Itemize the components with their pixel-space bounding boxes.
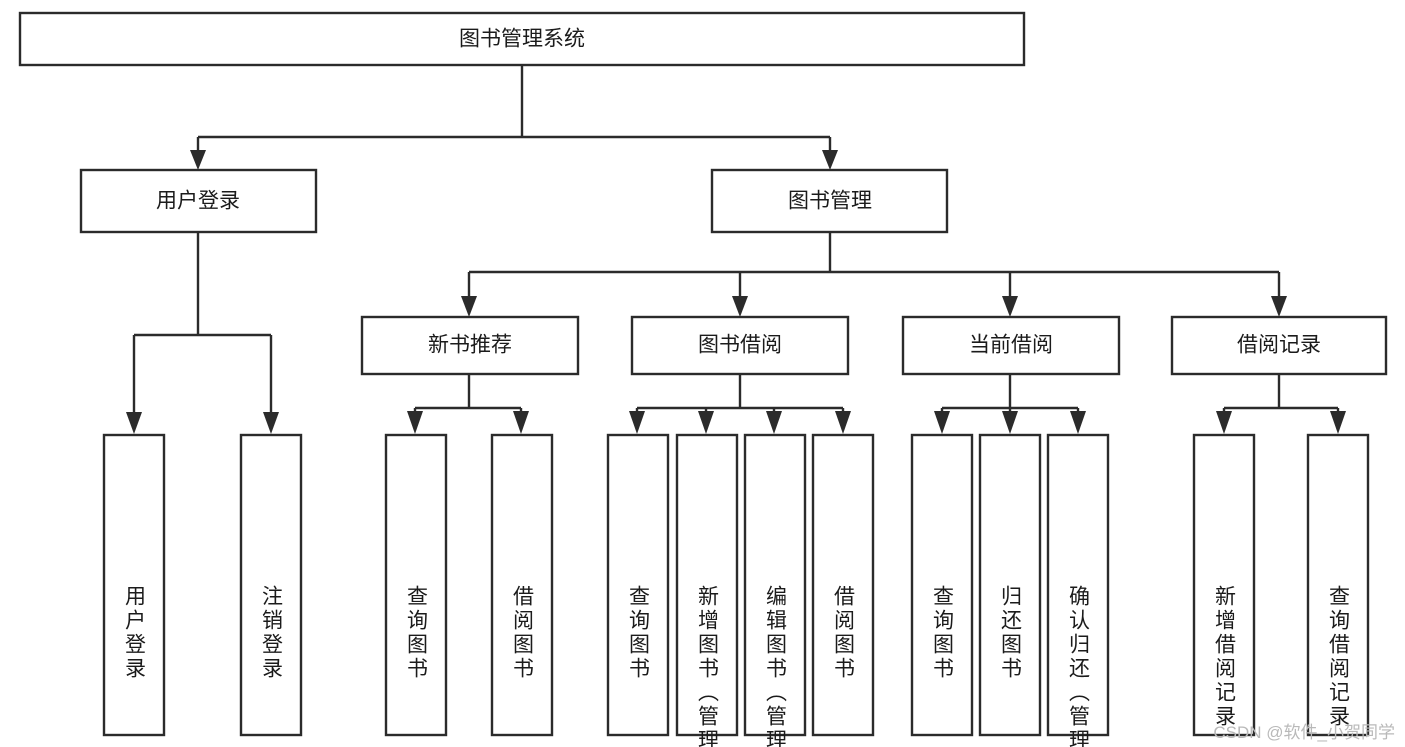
- node-leaf-borrow-book-2-box[interactable]: [811, 433, 875, 737]
- node-borrow-record-label: 借阅记录: [1237, 334, 1321, 357]
- arrow-head-leaf-edit-book: [766, 411, 782, 434]
- node-leaf-query-record[interactable]: 查询借阅记录: [1306, 433, 1370, 737]
- node-leaf-query-book-2[interactable]: 查询图书: [606, 433, 670, 737]
- arrow-head-leaf-confirm-return: [1070, 411, 1086, 434]
- node-book-borrow-label: 图书借阅: [698, 334, 782, 357]
- arrow-head-book-management: [822, 150, 838, 170]
- connector-group-new-book-recommend: [407, 374, 529, 434]
- node-leaf-logout-login-label: 注销登录: [260, 585, 284, 681]
- node-book-borrow[interactable]: 图书借阅: [630, 315, 850, 376]
- node-leaf-borrow-book-2[interactable]: 借阅图书: [811, 433, 875, 737]
- node-new-book-recommend-box[interactable]: [360, 315, 580, 376]
- node-leaf-query-record-label: 查询借阅记录: [1327, 585, 1351, 729]
- node-borrow-record[interactable]: 借阅记录: [1170, 315, 1388, 376]
- node-root-label: 图书管理系统: [459, 28, 585, 51]
- connector-group-book-management: [461, 232, 1287, 317]
- node-leaf-logout-login-box[interactable]: [239, 433, 303, 737]
- node-leaf-query-book-3-label: 查询图书: [931, 585, 955, 681]
- node-leaf-query-book-2-label: 查询图书: [627, 585, 651, 681]
- node-leaf-add-book-box[interactable]: [675, 433, 739, 737]
- arrow-head-leaf-borrow-book-1: [513, 411, 529, 434]
- node-leaf-borrow-book-1-label: 借阅图书: [511, 585, 535, 681]
- arrow-head-leaf-logout-login: [263, 412, 279, 434]
- node-leaf-return-book[interactable]: 归还图书: [978, 433, 1042, 737]
- node-book-borrow-box[interactable]: [630, 315, 850, 376]
- node-leaf-add-record-label: 新增借阅记录: [1213, 585, 1237, 729]
- node-leaf-user-login[interactable]: 用户登录: [102, 433, 166, 737]
- arrow-head-leaf-query-record: [1330, 411, 1346, 434]
- node-leaf-query-book-1-label: 查询图书: [405, 585, 429, 681]
- node-leaf-return-book-box[interactable]: [978, 433, 1042, 737]
- node-leaf-borrow-book-2-label: 借阅图书: [832, 585, 856, 681]
- arrow-head-leaf-add-record: [1216, 411, 1232, 434]
- arrow-head-user-login: [190, 150, 206, 170]
- node-leaf-query-book-3-box[interactable]: [910, 433, 974, 737]
- node-current-borrow-box[interactable]: [901, 315, 1121, 376]
- arrow-head-leaf-query-book-1: [407, 411, 423, 434]
- arrow-head-leaf-return-book: [1002, 411, 1018, 434]
- node-leaf-borrow-book-1[interactable]: 借阅图书: [490, 433, 554, 737]
- node-root[interactable]: 图书管理系统: [18, 11, 1026, 67]
- node-leaf-edit-book-box[interactable]: [743, 433, 807, 737]
- node-new-book-recommend[interactable]: 新书推荐: [360, 315, 580, 376]
- node-current-borrow[interactable]: 当前借阅: [901, 315, 1121, 376]
- node-current-borrow-label: 当前借阅: [969, 334, 1053, 357]
- arrow-head-new-book-recommend: [461, 296, 477, 317]
- node-leaf-logout-login[interactable]: 注销登录: [239, 433, 303, 737]
- node-leaf-confirm-return-label: 确认归还（管理员）: [1067, 585, 1091, 747]
- node-leaf-add-book-label: 新增图书（管理员）: [696, 585, 720, 747]
- node-leaf-edit-book-label: 编辑图书（管理员）: [764, 585, 788, 747]
- connector-group-current-borrow: [934, 374, 1086, 434]
- connector-group-book-borrow: [629, 374, 851, 434]
- arrow-head-borrow-record: [1271, 296, 1287, 317]
- node-leaf-query-book-1-box[interactable]: [384, 433, 448, 737]
- arrow-head-leaf-user-login: [126, 412, 142, 434]
- node-book-management-box[interactable]: [710, 168, 949, 234]
- node-leaf-edit-book[interactable]: 编辑图书（管理员）: [743, 433, 807, 747]
- node-book-management-label: 图书管理: [788, 190, 872, 213]
- node-leaf-query-book-3[interactable]: 查询图书: [910, 433, 974, 737]
- node-leaf-borrow-book-1-box[interactable]: [490, 433, 554, 737]
- node-leaf-add-record-box[interactable]: [1192, 433, 1256, 737]
- node-leaf-query-book-1[interactable]: 查询图书: [384, 433, 448, 737]
- node-leaf-add-book[interactable]: 新增图书（管理员）: [675, 433, 739, 747]
- connector-group-user-login: [126, 232, 279, 434]
- arrow-head-leaf-borrow-book-2: [835, 411, 851, 434]
- connector-group-borrow-record: [1216, 374, 1346, 434]
- node-leaf-user-login-box[interactable]: [102, 433, 166, 737]
- node-leaf-query-book-2-box[interactable]: [606, 433, 670, 737]
- node-leaf-user-login-label: 用户登录: [123, 585, 147, 681]
- node-leaf-confirm-return-box[interactable]: [1046, 433, 1110, 737]
- arrow-head-current-borrow: [1002, 296, 1018, 317]
- node-leaf-query-record-box[interactable]: [1306, 433, 1370, 737]
- connector-group-root: [190, 65, 838, 170]
- arrow-head-leaf-add-book: [698, 411, 714, 434]
- node-root-box[interactable]: [18, 11, 1026, 67]
- arrow-head-leaf-query-book-3: [934, 411, 950, 434]
- arrow-head-book-borrow: [732, 296, 748, 317]
- node-user-login[interactable]: 用户登录: [79, 168, 318, 234]
- node-new-book-recommend-label: 新书推荐: [428, 334, 512, 357]
- node-user-login-label: 用户登录: [156, 190, 240, 213]
- arrow-head-leaf-query-book-2: [629, 411, 645, 434]
- node-book-management[interactable]: 图书管理: [710, 168, 949, 234]
- node-leaf-add-record[interactable]: 新增借阅记录: [1192, 433, 1256, 737]
- node-borrow-record-box[interactable]: [1170, 315, 1388, 376]
- node-leaf-confirm-return[interactable]: 确认归还（管理员）: [1046, 433, 1110, 747]
- node-user-login-box[interactable]: [79, 168, 318, 234]
- node-leaf-return-book-label: 归还图书: [999, 585, 1023, 681]
